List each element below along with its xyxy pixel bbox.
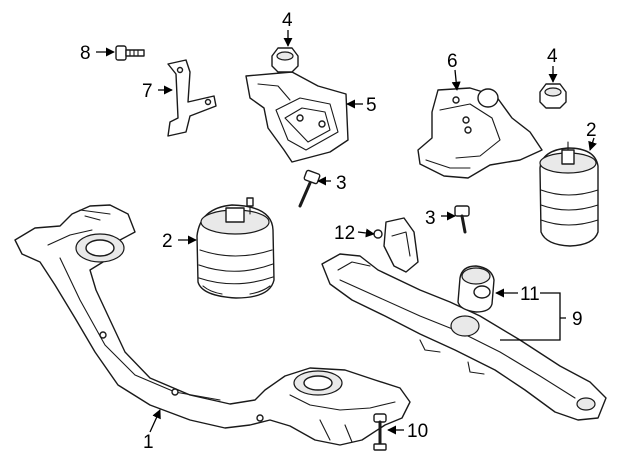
engine-mount-left — [196, 197, 275, 299]
callout-12: 12 — [334, 223, 355, 244]
leader-12 — [357, 228, 375, 238]
callout-3a: 3 — [336, 173, 347, 194]
callout-2b: 2 — [586, 120, 597, 141]
nut-4-left — [271, 47, 299, 73]
bolt-3-upper — [298, 169, 321, 208]
callout-8: 8 — [80, 43, 91, 64]
mount-bracket-6 — [417, 87, 543, 179]
nut-4-right — [539, 83, 567, 109]
callout-11: 11 — [520, 284, 540, 305]
mount-bracket-5 — [245, 71, 349, 163]
callout-10: 10 — [407, 421, 428, 442]
leader-2b — [588, 137, 597, 151]
transmission-crossmember-9 — [321, 253, 607, 421]
bolt-3-lower — [454, 205, 470, 234]
leader-6 — [451, 69, 461, 91]
bolt-10 — [373, 413, 387, 451]
engine-mount-right — [539, 141, 599, 247]
callout-labels: 1 2 2 3 3 4 4 5 6 7 8 9 10 11 12 — [80, 10, 597, 453]
bracket-12 — [373, 217, 419, 273]
bushing-11 — [457, 265, 495, 313]
subframe-part — [14, 204, 411, 446]
callout-9: 9 — [572, 309, 583, 330]
callout-5: 5 — [366, 95, 377, 116]
callout-4a: 4 — [282, 10, 293, 31]
callout-6: 6 — [447, 51, 458, 72]
bolt-8 — [115, 45, 145, 61]
callout-3b: 3 — [425, 208, 436, 229]
callout-7: 7 — [142, 81, 153, 102]
leader-lines — [96, 30, 597, 435]
bracket-7 — [167, 59, 217, 137]
callout-4b: 4 — [547, 46, 558, 67]
leader-1 — [149, 409, 161, 433]
callout-1: 1 — [143, 432, 154, 453]
leader-9-bracket — [500, 292, 566, 341]
callout-2a: 2 — [162, 231, 173, 252]
